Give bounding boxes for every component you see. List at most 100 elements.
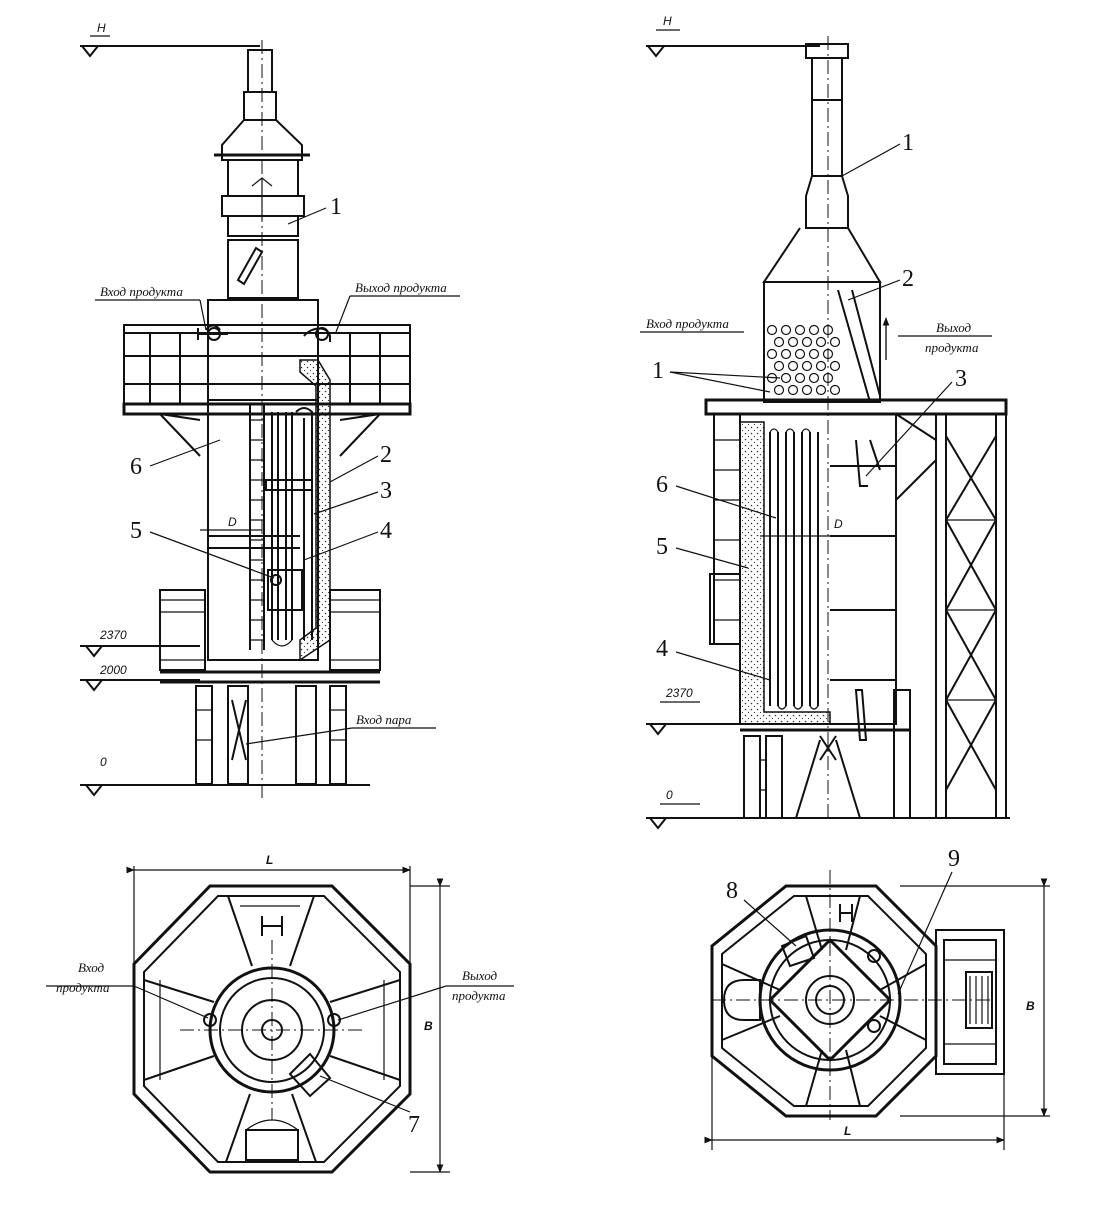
svg-text:4: 4: [656, 636, 668, 662]
callouts-right: 1 2 1 3 6 5 4: [652, 130, 967, 681]
svg-text:5: 5: [656, 534, 668, 560]
svg-text:8: 8: [726, 878, 738, 904]
svg-text:3: 3: [955, 366, 967, 392]
svg-text:2370: 2370: [99, 628, 127, 642]
callout-9: 9: [897, 846, 960, 995]
octagon-frame-inner: [143, 895, 401, 1163]
level-mark-0-left: 0: [80, 755, 370, 797]
svg-text:H: H: [97, 21, 106, 35]
convection-tube: [829, 384, 841, 396]
convection-tube: [808, 348, 820, 360]
svg-text:Выход: Выход: [936, 320, 972, 335]
svg-text:2: 2: [380, 442, 392, 468]
heater-shell-right: D: [704, 398, 1008, 741]
chimney-right: [762, 36, 882, 820]
svg-text:продукта: продукта: [925, 340, 979, 355]
svg-text:6: 6: [130, 454, 142, 480]
convection-tube: [801, 384, 813, 396]
support-legs: [195, 685, 347, 785]
caption-steam-in: Вход пара: [245, 712, 436, 745]
svg-text:1: 1: [330, 194, 342, 220]
side-box-right: [935, 929, 1005, 1075]
convection-tube: [773, 360, 785, 372]
insulation-lining: [299, 359, 331, 662]
level-mark-2370-right: 2370: [646, 686, 740, 736]
level-mark-2370-left: 2370: [80, 628, 200, 658]
side-platforms-right: [709, 413, 741, 645]
convection-tube: [808, 372, 820, 384]
svg-text:2000: 2000: [99, 663, 127, 677]
convection-tube: [780, 372, 792, 384]
convection-tube: [780, 348, 792, 360]
svg-text:3: 3: [380, 478, 392, 504]
convection-tube: [815, 384, 827, 396]
ladder-left: [249, 405, 265, 650]
central-shell-plan-right: [712, 870, 990, 1120]
right-elevation-view: H 2370 0: [640, 14, 1010, 830]
svg-text:L: L: [844, 1124, 851, 1138]
callouts-left: 1 2 3 4 5 6: [130, 194, 392, 579]
svg-text:Выход: Выход: [462, 968, 498, 983]
radiant-coils: [265, 407, 313, 647]
convection-tube: [773, 384, 785, 396]
convection-tube: [829, 360, 841, 372]
dimension-b-right: B: [900, 878, 1050, 1117]
convection-tube: [829, 336, 841, 348]
convection-tube: [815, 336, 827, 348]
callout-8: 8: [726, 878, 797, 947]
octagon-frame-inner-right: [721, 895, 927, 1107]
svg-text:продукта: продукта: [452, 988, 506, 1003]
svg-text:0: 0: [100, 755, 107, 769]
svg-text:Вход продукта: Вход продукта: [646, 316, 729, 331]
convection-tube: [815, 360, 827, 372]
svg-text:D: D: [228, 515, 237, 529]
svg-text:L: L: [266, 853, 273, 867]
convection-tube: [801, 360, 813, 372]
svg-text:B: B: [424, 1019, 433, 1033]
convection-tube: [822, 324, 834, 336]
octagon-frame-outer-right: [710, 884, 938, 1118]
caption-plan-out-left: Выход продукта: [337, 968, 514, 1021]
svg-text:D: D: [834, 517, 843, 531]
convection-tube: [787, 360, 799, 372]
support-legs-right: [740, 689, 911, 819]
svg-text:7: 7: [408, 1112, 420, 1138]
convection-tube-grid: [766, 324, 841, 396]
caption-product-in-left: Вход продукта: [95, 284, 207, 331]
svg-text:H: H: [663, 14, 672, 28]
svg-text:Выход продукта: Выход продукта: [355, 280, 447, 295]
convection-tube: [766, 324, 778, 336]
dimension-b-left: B: [410, 878, 450, 1173]
convection-tube: [822, 372, 834, 384]
convection-tube: [787, 384, 799, 396]
convection-section: [763, 281, 890, 403]
convection-tube: [780, 324, 792, 336]
caption-product-in-right: Вход продукта: [640, 316, 744, 333]
level-mark-h-left: H: [80, 21, 260, 58]
svg-text:2: 2: [902, 266, 914, 292]
svg-text:Вход продукта: Вход продукта: [100, 284, 183, 299]
convection-tube: [787, 336, 799, 348]
svg-text:B: B: [1026, 999, 1035, 1013]
caption-plan-in-left: Вход продукта: [46, 960, 209, 1019]
svg-text:0: 0: [666, 788, 673, 802]
convection-tube: [794, 348, 806, 360]
svg-text:1: 1: [652, 358, 664, 384]
callout-7: 7: [319, 1075, 420, 1138]
convection-tube: [773, 336, 785, 348]
level-mark-2000-left: 2000: [80, 663, 200, 692]
octagon-frame-outer: [132, 884, 412, 1174]
structural-tower: [895, 413, 1007, 819]
left-plan-view: L B: [46, 853, 514, 1174]
svg-text:6: 6: [656, 472, 668, 498]
radial-frames: [143, 895, 401, 1163]
convection-tube: [808, 324, 820, 336]
svg-text:4: 4: [380, 518, 392, 544]
convection-tube: [822, 348, 834, 360]
central-shell-plan: [180, 916, 364, 1161]
left-elevation-view: H 2370 2000 0: [80, 21, 460, 800]
svg-text:9: 9: [948, 846, 960, 872]
upper-platform: [122, 324, 412, 457]
svg-text:5: 5: [130, 518, 142, 544]
